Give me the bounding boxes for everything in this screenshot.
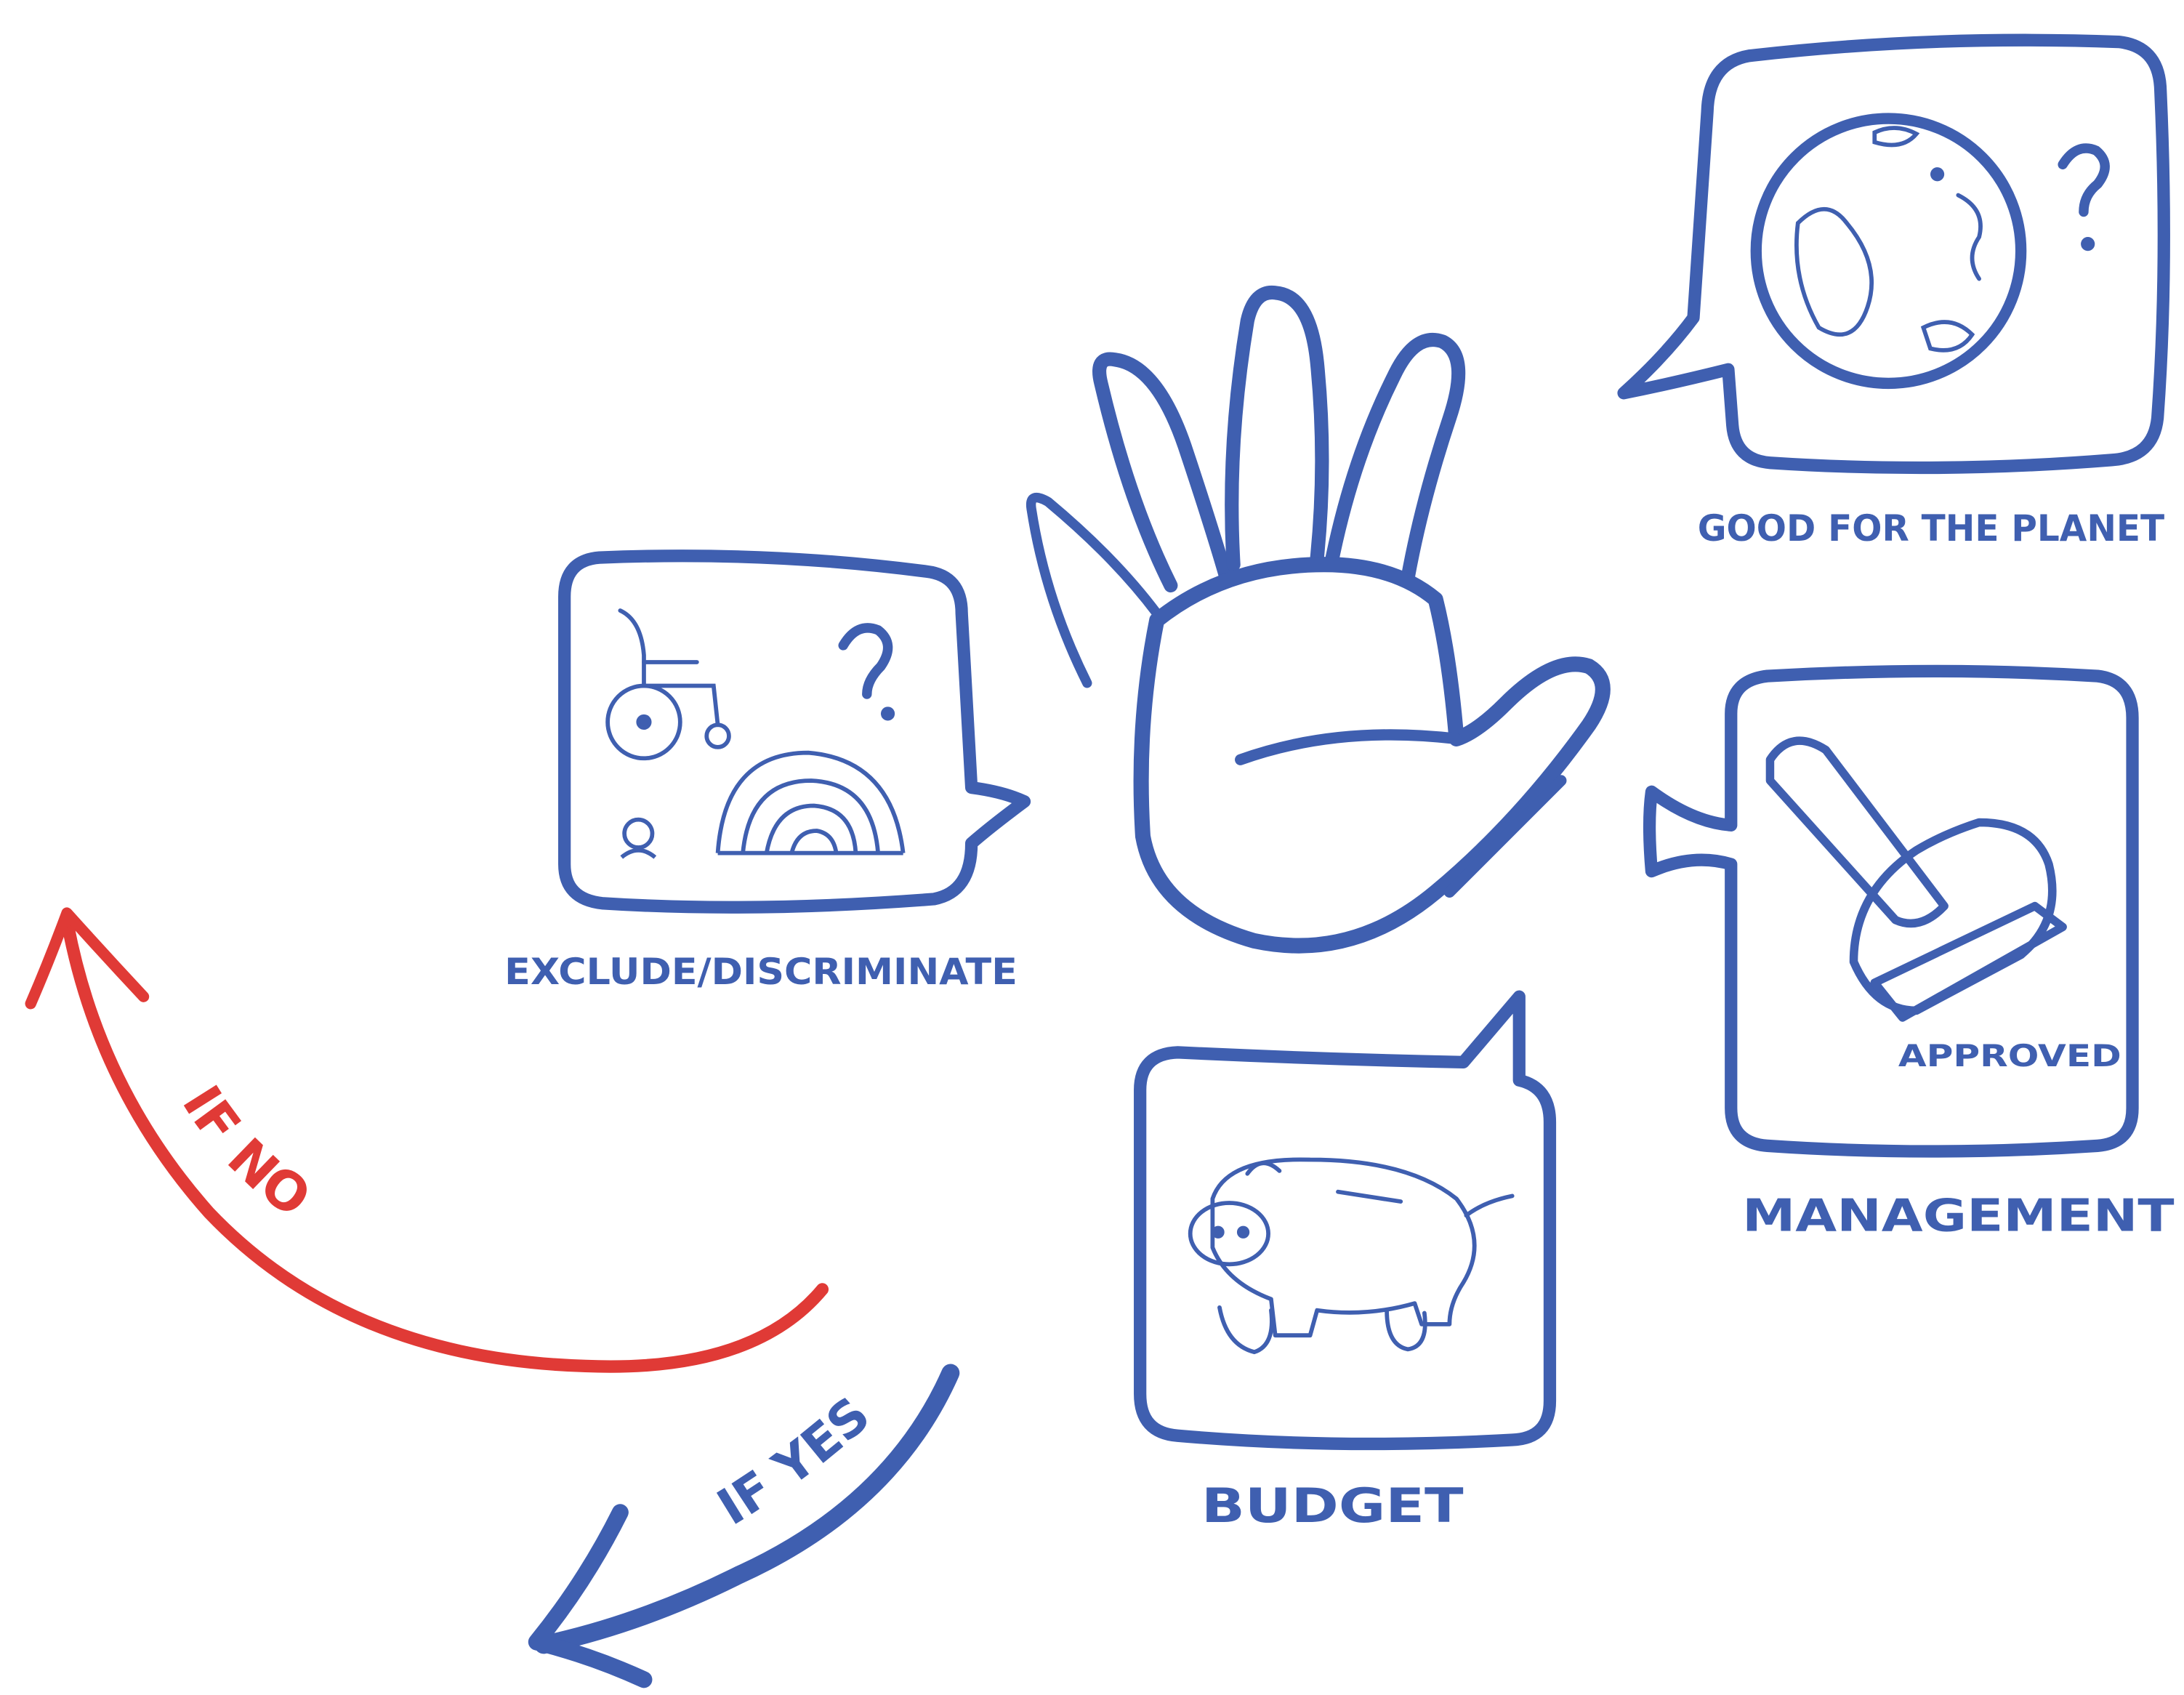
approved-stamp-text: APPROVED bbox=[1898, 1038, 2121, 1074]
budget-bubble: BUDGET bbox=[1140, 997, 1550, 1534]
raised-hand-icon bbox=[1031, 292, 1603, 946]
if-yes-arrow: IF YES bbox=[536, 1373, 951, 1680]
budget-label: BUDGET bbox=[1201, 1478, 1464, 1534]
rainbow-icon bbox=[718, 753, 903, 853]
arrowhead-icon bbox=[536, 1513, 644, 1680]
planet-bubble: GOOD FOR THE PLANET bbox=[1624, 40, 2164, 549]
budget-speech-bubble bbox=[1140, 997, 1550, 1444]
approval-stamp-icon bbox=[1770, 741, 2063, 1018]
piggy-bank-icon bbox=[1190, 1159, 1512, 1352]
exclude-bubble: EXCLUDE/DISCRIMINATE bbox=[504, 556, 1024, 993]
management-label: MANAGEMENT bbox=[1742, 1190, 2175, 1241]
if-no-label: IF NO bbox=[170, 1076, 321, 1230]
question-mark-icon bbox=[2063, 148, 2105, 251]
wheelchair-icon bbox=[608, 611, 729, 758]
question-mark-icon bbox=[843, 628, 895, 721]
exclude-label: EXCLUDE/DISCRIMINATE bbox=[504, 951, 1018, 993]
if-yes-label: IF YES bbox=[708, 1386, 882, 1537]
person-icon bbox=[621, 820, 655, 858]
management-bubble: APPROVED MANAGEMENT bbox=[1650, 671, 2175, 1241]
globe-icon bbox=[1756, 118, 2020, 383]
planet-label: GOOD FOR THE PLANET bbox=[1698, 507, 2164, 549]
planet-speech-bubble bbox=[1624, 40, 2164, 467]
